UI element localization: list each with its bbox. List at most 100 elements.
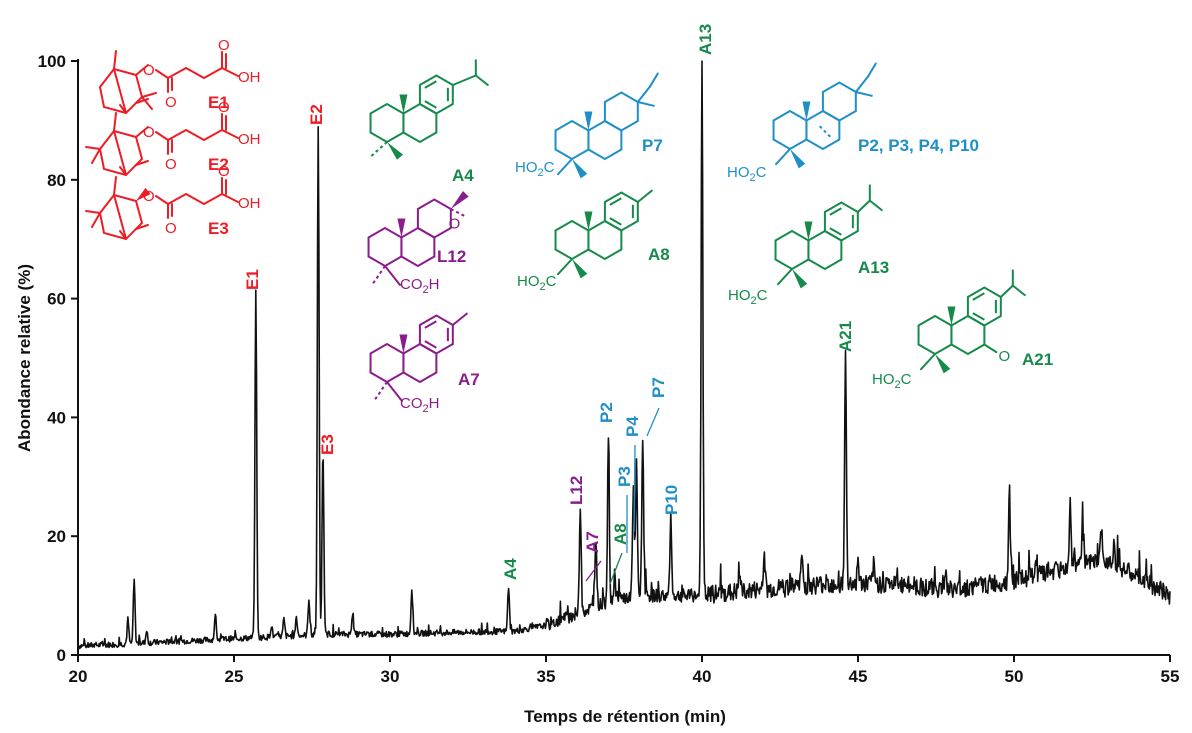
x-axis-title: Temps de rétention (min) — [524, 707, 726, 726]
chem-atom-label: HO2C — [515, 159, 555, 179]
chem-atom-label: OH — [238, 131, 261, 148]
peak-label: P7 — [649, 377, 668, 398]
bond — [854, 75, 869, 93]
structure-p7: HO2C P7 — [515, 72, 663, 179]
bond — [85, 146, 101, 150]
peak-label: A7 — [583, 531, 602, 553]
structure-label: A8 — [648, 245, 670, 264]
bond — [155, 131, 169, 141]
chem-atom-label: CO2H — [400, 276, 439, 296]
aromatic-bond — [829, 207, 842, 216]
structure-label: P7 — [642, 136, 663, 155]
ring-bond — [966, 286, 1002, 327]
wedge-bond — [804, 221, 813, 241]
structure-label: E3 — [208, 219, 229, 238]
bond — [221, 67, 239, 77]
x-tick-label: 20 — [69, 667, 88, 686]
y-tick-label: 20 — [47, 527, 66, 546]
ring-bond — [821, 81, 857, 122]
structure-label: L12 — [437, 247, 466, 266]
ring-bond — [418, 314, 454, 355]
bond — [203, 193, 223, 205]
ring-bond — [369, 102, 405, 144]
bond — [636, 85, 651, 103]
wedge-bond — [399, 334, 408, 354]
hashed-bond — [371, 265, 386, 286]
bond — [203, 129, 223, 141]
y-tick-label: 40 — [47, 408, 66, 427]
ring-bond — [772, 109, 808, 151]
wedge-bond — [450, 190, 469, 209]
peak-label: P10 — [662, 485, 681, 515]
aromatic-bond — [424, 80, 437, 89]
wedge-bond — [584, 211, 593, 231]
bond — [920, 353, 936, 371]
x-tick-label: 55 — [1161, 667, 1180, 686]
x-tick-label: 25 — [225, 667, 244, 686]
bond — [854, 91, 873, 97]
structure-label: E1 — [208, 93, 229, 112]
ring-bond — [603, 191, 639, 232]
y-tick-label: 60 — [47, 290, 66, 309]
ring-bond — [367, 226, 403, 268]
bond — [451, 312, 468, 326]
bond — [167, 67, 187, 79]
chem-atom-label: OH — [238, 69, 261, 86]
bond — [557, 258, 573, 276]
aromatic-bond — [424, 100, 437, 109]
wedge-bond — [572, 159, 588, 179]
bond — [384, 265, 401, 286]
x-tick-label: 45 — [849, 667, 868, 686]
structure-label: A4 — [452, 166, 474, 185]
hashed-bond — [818, 125, 832, 139]
aromatic-bond — [609, 197, 622, 206]
chem-atom-label: HO2C — [727, 164, 767, 184]
peak-label-leader — [646, 407, 660, 437]
bond — [113, 50, 117, 70]
bond — [113, 194, 127, 240]
hashed-bond — [369, 141, 388, 158]
bond — [91, 212, 101, 228]
bond — [451, 74, 477, 86]
aromatic-bond — [424, 340, 437, 349]
chem-atom-label: O — [218, 99, 230, 116]
y-axis-title: Abondance relative (%) — [15, 264, 34, 452]
y-tick-label: 100 — [38, 52, 66, 71]
wedge-bond — [397, 218, 406, 238]
ring-bond — [917, 314, 953, 356]
chem-atom-label: O — [143, 62, 155, 79]
chem-atom-label: O — [143, 124, 155, 141]
aromatic-bond — [424, 320, 437, 329]
peak-label: A8 — [611, 523, 630, 545]
bond — [141, 92, 157, 98]
bond — [155, 69, 169, 79]
wedge-bond — [792, 269, 808, 289]
bond — [185, 67, 205, 79]
aromatic-bond — [609, 217, 622, 226]
bond — [999, 284, 1014, 298]
structure-label: A7 — [458, 370, 480, 389]
hashed-bond — [450, 208, 467, 218]
peak-label-leader — [633, 444, 636, 533]
ring-bond — [418, 74, 454, 115]
chem-atom-label: OH — [238, 195, 261, 212]
chem-atom-label: HO2C — [517, 273, 557, 293]
bond — [221, 193, 239, 203]
x-tick-label: 30 — [381, 667, 400, 686]
wedge-bond — [584, 111, 593, 131]
bond — [119, 166, 127, 176]
chem-atom-label: O — [449, 216, 461, 233]
bond — [866, 62, 877, 78]
bond — [113, 68, 127, 114]
ring-bond — [554, 219, 590, 261]
bond — [141, 96, 153, 110]
bond — [135, 64, 149, 76]
bond — [185, 193, 205, 205]
bond — [636, 101, 655, 107]
bond — [221, 129, 239, 139]
structure-a8: HO2C A8 — [517, 189, 670, 293]
